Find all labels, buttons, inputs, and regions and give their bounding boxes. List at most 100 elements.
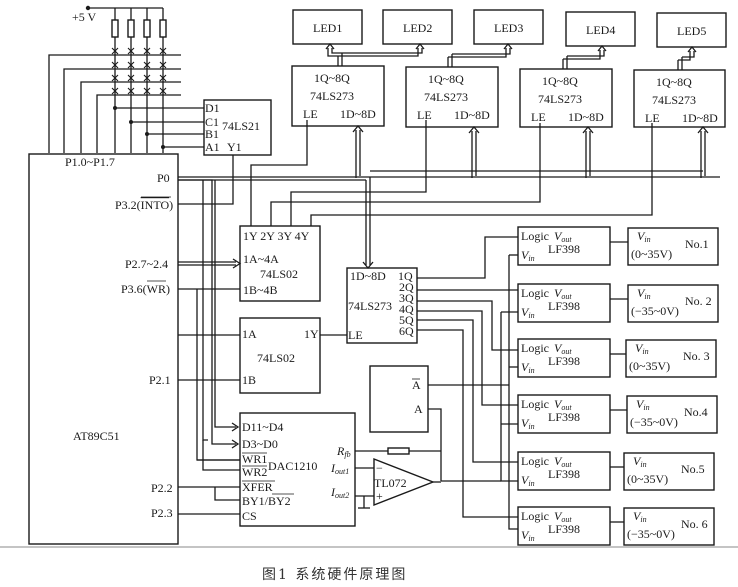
input-channel-2: Vin(−35~0V)No. 2 — [627, 284, 719, 323]
pin-1q: 1Q — [398, 269, 413, 283]
key-switch-icon[interactable] — [127, 87, 135, 95]
led-display-3: LED3 — [473, 9, 544, 45]
resistor-icon — [143, 19, 151, 38]
chip-label: DAC1210 — [268, 459, 317, 473]
nor-gate-74ls02-a: 1Y 2Y 3Y 4Y 1A~4A 74LS02 1B~4B — [239, 225, 321, 302]
vin-lines — [441, 254, 518, 530]
range-label: (−35~0V) — [631, 304, 679, 318]
key-switch-icon[interactable] — [111, 87, 119, 95]
pin-a: 1A — [242, 327, 257, 341]
pullup-resistors — [111, 8, 167, 153]
minus-input: − — [376, 461, 383, 475]
pin-iout1: Iout1 — [330, 461, 349, 476]
pin-rfb: Rfb — [336, 444, 351, 459]
latch-enable-lines — [250, 120, 653, 228]
key-switch-icon[interactable] — [143, 74, 151, 82]
lf398-box — [517, 451, 611, 491]
key-switch-icon[interactable] — [159, 47, 167, 55]
power-label: +5 V — [72, 10, 97, 24]
pin-le: LE — [303, 107, 318, 121]
pin-iout2: Iout2 — [330, 485, 349, 500]
pin-d: 1D~8D — [340, 107, 376, 121]
input-channel-1: Vin(0~35V)No.1 — [627, 227, 719, 266]
pin-p22: P2.2 — [151, 481, 173, 495]
chip-label: LF398 — [548, 410, 580, 424]
key-switch-icon[interactable] — [111, 47, 119, 55]
chip-label: 74LS02 — [257, 351, 295, 365]
q-bus-arrow — [562, 44, 607, 69]
led-display-4: LED4 — [565, 11, 636, 47]
pin-a: A — [414, 402, 423, 416]
key-switches — [111, 47, 167, 95]
chip-label: LF398 — [548, 354, 580, 368]
input-channel-6: Vin(−35~0V)No. 6 — [623, 507, 715, 546]
pin-p36: P3.6(WR) — [121, 282, 170, 296]
led-label: LED3 — [494, 21, 523, 35]
key-switch-icon[interactable] — [143, 87, 151, 95]
key-switch-icon[interactable] — [159, 74, 167, 82]
key-switch-icon[interactable] — [111, 74, 119, 82]
pin-y: 1Y — [304, 327, 319, 341]
q-bus-arrow — [447, 42, 513, 67]
key-switch-icon[interactable] — [127, 74, 135, 82]
chip-label: 74LS273 — [348, 299, 392, 313]
pin-5q: 5Q — [399, 313, 414, 327]
pin-3q: 3Q — [399, 291, 414, 305]
pin-p23: P2.3 — [151, 506, 173, 520]
logic-label: Logic — [521, 286, 549, 300]
logic-label: Logic — [521, 229, 549, 243]
channel-number: No.5 — [681, 462, 705, 476]
chip-label: AT89C51 — [73, 429, 120, 443]
pin-a-bar: A — [412, 378, 421, 392]
pin-xfer: XFER — [242, 480, 273, 494]
resistor-icon — [111, 19, 119, 38]
pin-a: 1A~4A — [243, 252, 279, 266]
pin-6q: 6Q — [399, 324, 414, 338]
logic-label: Logic — [521, 509, 549, 523]
chip-label: 74LS273 — [652, 93, 696, 107]
lf398-box — [517, 283, 611, 323]
chip-label: LF398 — [548, 522, 580, 536]
pin-d-hi: D11~D4 — [242, 420, 283, 434]
key-switch-icon[interactable] — [143, 61, 151, 69]
pin-le: LE — [645, 111, 660, 125]
pin-p0: P0 — [157, 171, 170, 185]
pin-d: 1D~8D — [682, 111, 718, 125]
key-switch-icon[interactable] — [159, 61, 167, 69]
pin-q: 1Q~8Q — [542, 74, 578, 88]
mcu-at89c51: P1.0~P1.7 P0 P3.2(INTO) P2.7~2.4 P3.6(WR… — [28, 153, 179, 545]
lf398-box — [517, 506, 611, 546]
logic-label: Logic — [521, 454, 549, 468]
resistor-icon — [159, 19, 167, 38]
range-label: (−35~0V) — [630, 415, 678, 429]
range-label: (0~35V) — [627, 472, 668, 486]
key-switch-icon[interactable] — [143, 47, 151, 55]
key-switch-icon[interactable] — [111, 61, 119, 69]
pin-2q: 2Q — [399, 280, 414, 294]
pin-by: BY1/BY2 — [242, 494, 291, 508]
led-display-5: LED5 — [656, 12, 727, 48]
key-switch-icon[interactable] — [127, 47, 135, 55]
channel-number: No.1 — [685, 237, 709, 251]
pin-le: LE — [531, 110, 546, 124]
range-label: (0~35V) — [629, 359, 670, 373]
pin-d: 1D~8D — [568, 110, 604, 124]
opamp-tl072: − TL072 + — [355, 447, 441, 509]
chip-label: 74LS02 — [260, 267, 298, 281]
key-switch-icon[interactable] — [127, 61, 135, 69]
pin-d: 1D~8D — [454, 108, 490, 122]
channel-number: No. 3 — [683, 349, 710, 363]
pin-4q: 4Q — [399, 302, 414, 316]
chip-label: LF398 — [548, 242, 580, 256]
key-switch-icon[interactable] — [159, 87, 167, 95]
led-display-1: LED1 — [292, 9, 363, 45]
pin-p1: P1.0~P1.7 — [65, 155, 115, 169]
pin-b1: B1 — [205, 127, 219, 141]
